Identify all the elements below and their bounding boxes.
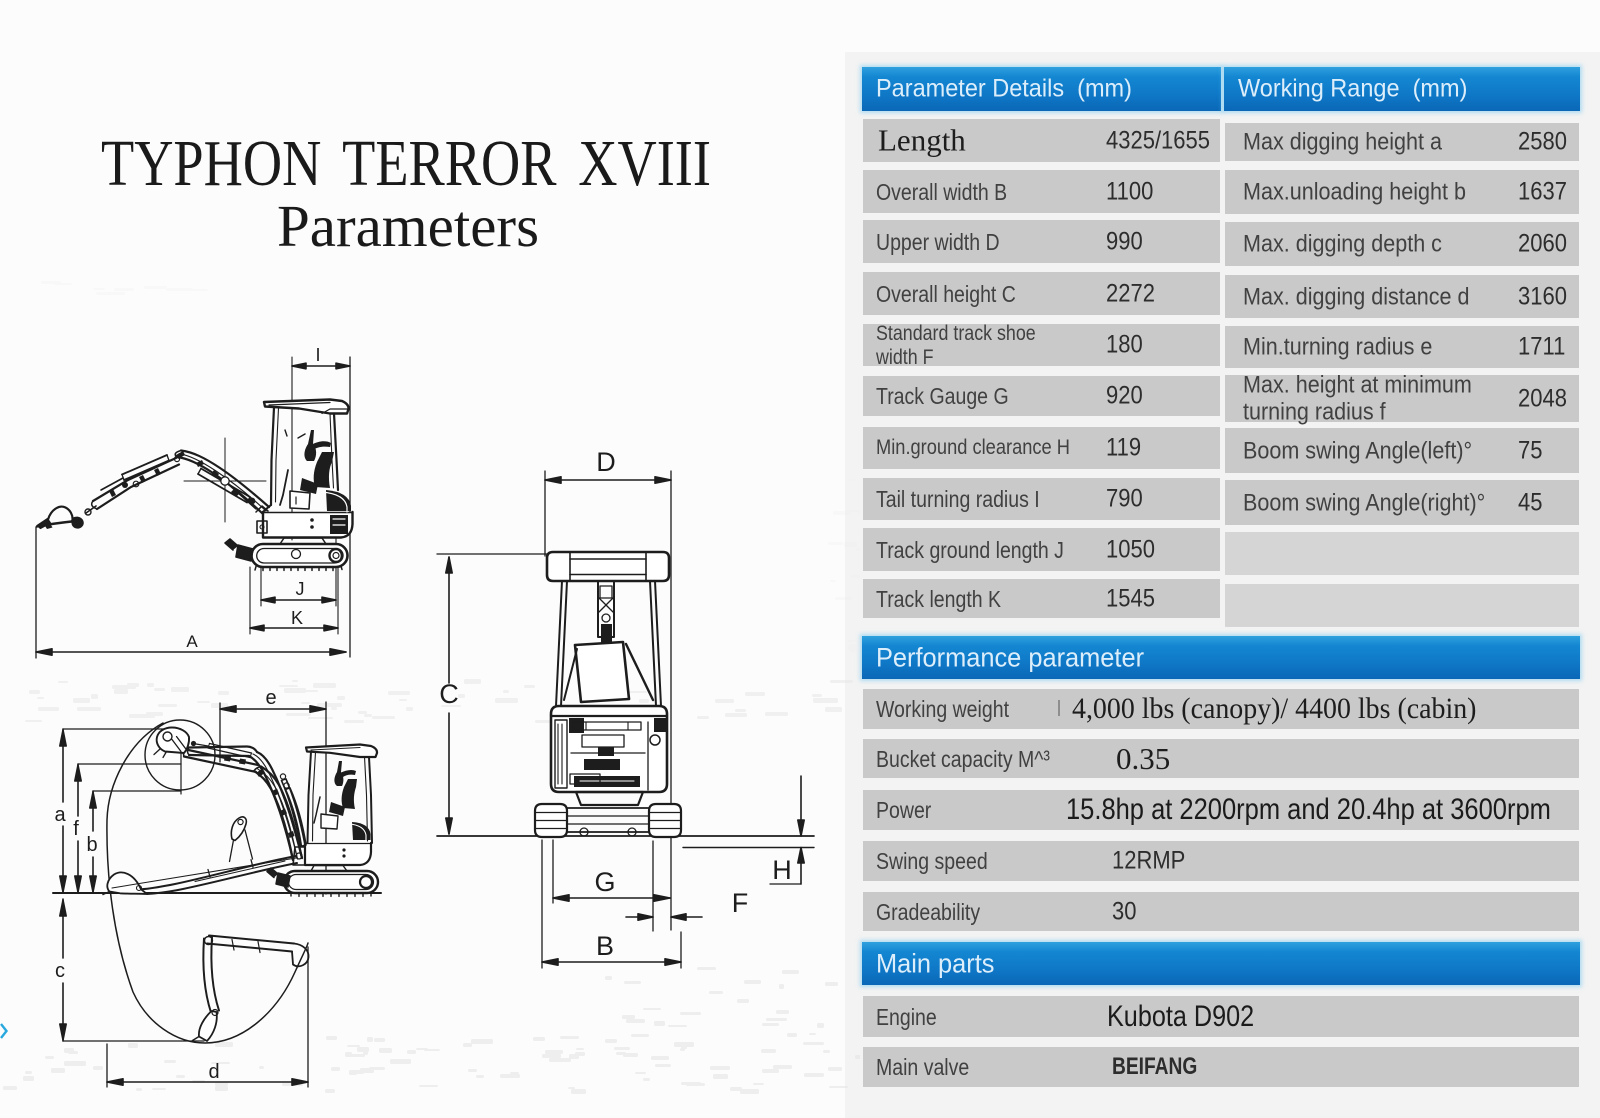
svg-text:a: a <box>54 804 66 826</box>
svg-text:G: G <box>594 867 615 897</box>
svg-text:b: b <box>86 834 97 856</box>
svg-text:B: B <box>596 931 614 961</box>
svg-text:F: F <box>732 888 749 918</box>
svg-text:A: A <box>186 632 198 651</box>
svg-text:J: J <box>296 579 305 599</box>
svg-text:K: K <box>291 608 303 628</box>
svg-text:C: C <box>439 679 459 709</box>
svg-text:D: D <box>596 447 616 477</box>
svg-text:c: c <box>55 960 65 982</box>
svg-text:H: H <box>772 855 792 885</box>
svg-text:f: f <box>73 818 79 840</box>
svg-text:d: d <box>208 1061 219 1083</box>
svg-text:I: I <box>315 345 320 365</box>
svg-text:e: e <box>265 687 276 709</box>
